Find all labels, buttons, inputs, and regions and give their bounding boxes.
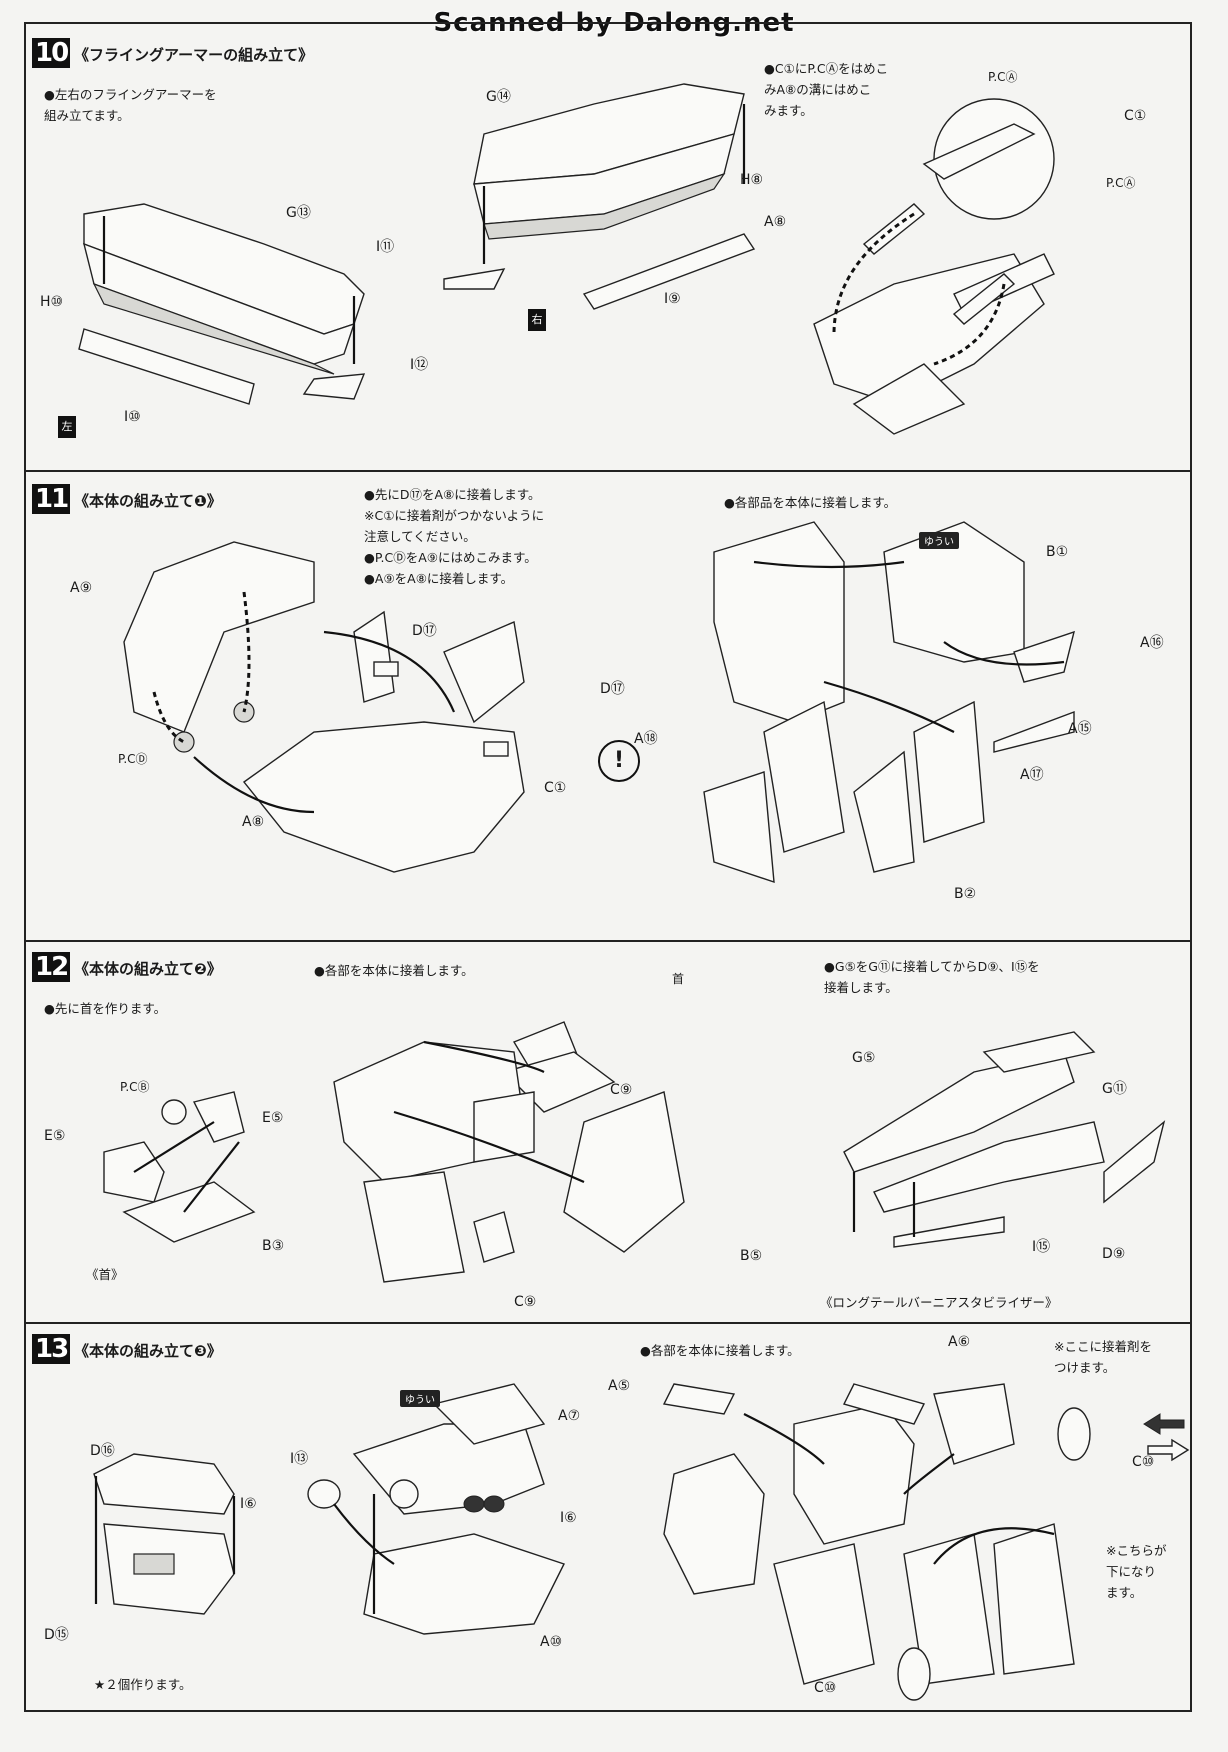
- part-label: C①: [544, 780, 567, 796]
- part-label: I⑥: [560, 1510, 577, 1526]
- part-label: B⑤: [740, 1248, 763, 1264]
- step-note-stabilizer: ●G⑤をG⑪に接着してからD⑨、I⑮を 接着します。: [824, 959, 1040, 995]
- part-label: I⑪: [376, 239, 395, 255]
- step-note-star: ★２個作ります。: [94, 1677, 192, 1692]
- part-label: C①: [1124, 108, 1147, 124]
- right-side-tag: 右: [528, 309, 546, 331]
- part-label: I⑨: [664, 291, 681, 307]
- part-label: D⑯: [90, 1443, 115, 1459]
- step-note-parts: ●各部品を本体に接着します。: [724, 495, 897, 510]
- pc-insert-drawing: [813, 98, 1055, 435]
- part-label: D⑨: [1102, 1246, 1126, 1262]
- orientation-arrows: [1143, 1413, 1190, 1462]
- part-label: C⑩: [814, 1680, 837, 1696]
- part-label: A⑨: [70, 580, 93, 596]
- step-12-panel: 12 《本体の組み立て❷》 ●先に首を作ります。 ●各部を本体に接着します。 ●…: [24, 942, 1192, 1324]
- step-number: 11: [32, 484, 71, 514]
- part-label: B③: [262, 1238, 285, 1254]
- part-label: 首: [672, 972, 685, 986]
- part-label: G⑪: [1102, 1081, 1127, 1097]
- part-label: D⑰: [412, 623, 437, 639]
- part-label: I⑩: [124, 409, 141, 425]
- part-label: A⑯: [1140, 635, 1164, 651]
- part-label: C⑨: [514, 1294, 537, 1310]
- caution-tag: ゆうい: [919, 532, 959, 549]
- step-number: 12: [32, 952, 71, 982]
- part-label: E⑤: [262, 1110, 284, 1126]
- neck-drawing: [103, 1091, 256, 1243]
- part-label: A⑤: [608, 1378, 631, 1394]
- step-title: 《フライングアーマーの組み立て》: [74, 46, 314, 64]
- part-label: A⑱: [634, 731, 658, 747]
- step-note: ●先にD⑰をA⑧に接着します。 ※C①に接着剤がつかないように 注意してください…: [364, 487, 545, 586]
- step-number: 10: [32, 38, 71, 68]
- step-note-down: ※こちらが 下になり ます。: [1106, 1543, 1167, 1600]
- part-label: A⑥: [948, 1334, 971, 1350]
- part-label: B②: [954, 886, 977, 902]
- part-label: A⑧: [764, 214, 787, 230]
- part-label: P.CⒶ: [1106, 176, 1136, 190]
- stabilizer-drawing: [843, 1031, 1166, 1248]
- part-label: A⑦: [558, 1408, 581, 1424]
- part-label: A⑰: [1020, 767, 1044, 783]
- body-assembly-3-drawing: [662, 1383, 1091, 1701]
- left-side-tag: 左: [58, 416, 76, 438]
- step-note: ●左右のフライングアーマーを 組み立てます。: [44, 87, 217, 123]
- stabilizer-caption: 《ロングテールバーニアスタビライザー》: [820, 1295, 1058, 1310]
- leg-assembly-drawing: [307, 1383, 565, 1635]
- part-label: G⑬: [286, 205, 311, 221]
- step-note-glue: ※ここに接着剤を つけます。: [1054, 1339, 1152, 1375]
- body-parts-drawing: [703, 521, 1075, 884]
- part-label: D⑰: [600, 681, 625, 697]
- leg-piece-drawing: [93, 1453, 236, 1615]
- step-note: ●先に首を作ります。: [44, 1001, 167, 1016]
- part-label: I⑫: [410, 357, 429, 373]
- part-label: I⑥: [240, 1496, 257, 1512]
- part-label: H⑩: [40, 294, 64, 310]
- part-label: G⑤: [852, 1050, 876, 1066]
- page-frame: [24, 22, 1192, 1712]
- step-title: 《本体の組み立て❸》: [74, 1342, 222, 1360]
- caution-tag: ゆうい: [400, 1390, 440, 1407]
- part-label: B①: [1046, 544, 1069, 560]
- body-front-drawing: [333, 1021, 685, 1283]
- part-label: A⑮: [1068, 721, 1092, 737]
- body-assembly-1-drawing: [123, 541, 525, 873]
- step-number: 13: [32, 1334, 71, 1364]
- caution-icon: !: [598, 740, 640, 782]
- part-label: P.CⒷ: [120, 1080, 150, 1094]
- flying-armor-left-drawing: [78, 203, 366, 405]
- part-label: I⑮: [1032, 1239, 1051, 1255]
- step-note-parts: ●各部を本体に接着します。: [640, 1343, 800, 1358]
- part-label: A⑧: [242, 814, 265, 830]
- part-label: G⑭: [486, 89, 511, 105]
- step-title: 《本体の組み立て❶》: [74, 492, 222, 510]
- flying-armor-right-drawing: [443, 83, 756, 310]
- part-label: P.CⒶ: [988, 70, 1018, 84]
- neck-caption: 《首》: [86, 1267, 124, 1282]
- part-label: A⑩: [540, 1634, 563, 1650]
- part-label: I⑬: [290, 1451, 309, 1467]
- part-label: C⑩: [1132, 1454, 1155, 1470]
- part-label: C⑨: [610, 1082, 633, 1098]
- step-title: 《本体の組み立て❷》: [74, 960, 222, 978]
- step-11-panel: 11 《本体の組み立て❶》 ●先にD⑰をA⑧に接着します。 ※C①に接着剤がつか…: [24, 472, 1192, 942]
- part-label: D⑮: [44, 1627, 69, 1643]
- part-label: H⑧: [740, 172, 764, 188]
- step-13-panel: 13 《本体の組み立て❸》 ★２個作ります。 ●各部を本体に接着します。 ※ここ…: [24, 1324, 1192, 1712]
- step-10-panel: 10 《フライングアーマーの組み立て》 ●左右のフライングアーマーを 組み立てま…: [24, 24, 1192, 472]
- step-note-parts: ●各部を本体に接着します。: [314, 963, 474, 978]
- step-note-pc: ●C①にP.CⒶをはめこ みA⑧の溝にはめこ みます。: [764, 61, 889, 118]
- part-label: E⑤: [44, 1128, 66, 1144]
- part-label: P.CⒹ: [118, 752, 148, 766]
